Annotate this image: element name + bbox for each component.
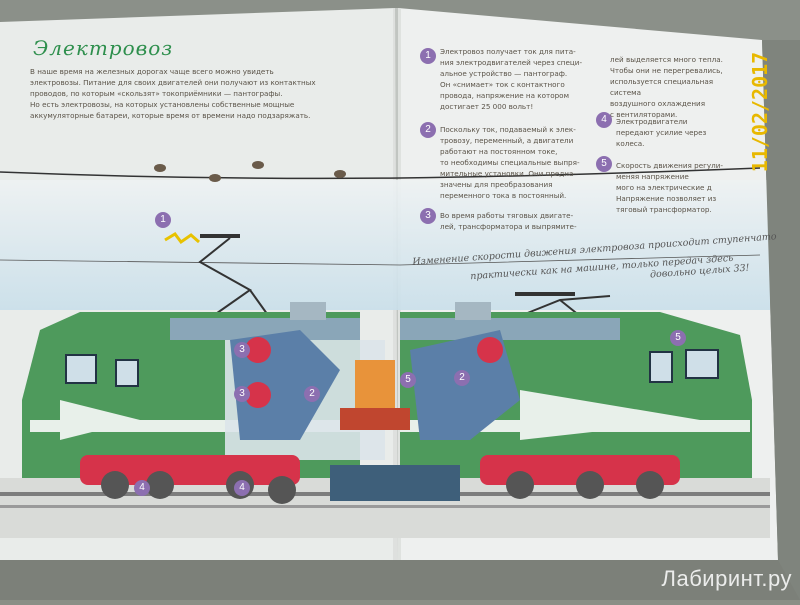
note-3-continued: лей выделяется много тепла. Чтобы они не…	[610, 54, 730, 120]
callout-marker: 3	[234, 342, 250, 358]
note-line: альное устройство — пантограф.	[440, 69, 568, 78]
note-1: Электровоз получает ток для пита- ния эл…	[440, 46, 600, 112]
intro-line: проводов, по которым «скользят» токоприё…	[30, 89, 283, 98]
note-line: переменного тока в постоянный.	[440, 191, 567, 200]
callout-marker: 2	[304, 386, 320, 402]
note-line: мительные установки. Они предна-	[440, 169, 576, 178]
callout-marker: 3	[420, 208, 436, 224]
note-line: тровозу, переменный, а двигатели	[440, 136, 574, 145]
note-line: Скорость движения регули-	[616, 161, 724, 170]
callout-marker: 1	[420, 48, 436, 64]
note-3: Во время работы тяговых двигате- лей, тр…	[440, 210, 600, 232]
note-line: Он «снимает» ток с контактного	[440, 80, 565, 89]
intro-line: электровозы. Питание для своих двигателе…	[30, 78, 316, 87]
note-line: передают усилие через	[616, 128, 707, 137]
note-line: мого на электрические д	[616, 183, 712, 192]
date-stamp: 11/02/2017	[748, 51, 773, 173]
callout-marker: 5	[670, 330, 686, 346]
note-line: значены для преобразования	[440, 180, 553, 189]
note-line: Электровоз получает ток для пита-	[440, 47, 576, 56]
note-line: меняя напряжение	[616, 172, 689, 181]
note-4: Электродвигатели передают усилие через к…	[616, 116, 726, 149]
note-line: Во время работы тяговых двигате-	[440, 211, 574, 220]
note-2: Поскольку ток, подаваемый к элек- тровоз…	[440, 124, 600, 201]
note-line: с вентиляторами.	[610, 110, 678, 119]
note-line: лей, трансформатора и выпрямите-	[440, 222, 577, 231]
callout-marker: 1	[155, 212, 171, 228]
note-line: Напряжение позволяет из	[616, 194, 717, 203]
note-line: тяговый трансформатор.	[616, 205, 712, 214]
note-line: Электродвигатели	[616, 117, 688, 126]
note-line: провода, напряжение на котором	[440, 91, 569, 100]
note-line: достигает 25 000 вольт!	[440, 102, 534, 111]
note-line: ния электродвигателей через специ-	[440, 58, 583, 67]
callout-marker: 3	[234, 386, 250, 402]
note-line: лей выделяется много тепла.	[610, 55, 723, 64]
note-line: работают на постоянном токе,	[440, 147, 558, 156]
callout-marker: 4	[134, 480, 150, 496]
note-line: то необходимы специальные выпря-	[440, 158, 580, 167]
intro-line: аккумуляторные батареи, которые время от…	[30, 111, 311, 120]
note-5: Скорость движения регули- меняя напряжен…	[616, 160, 736, 215]
callout-marker: 5	[400, 372, 416, 388]
callout-marker: 2	[454, 370, 470, 386]
callout-marker: 4	[234, 480, 250, 496]
note-line: воздушного охлаждения	[610, 99, 706, 108]
callout-marker: 4	[596, 112, 612, 128]
note-line: Поскольку ток, подаваемый к элек-	[440, 125, 576, 134]
labirint-watermark: Лабиринт.ру	[661, 566, 792, 591]
note-line: колеса.	[616, 139, 645, 148]
note-line: Чтобы они не перегревались,	[610, 66, 723, 75]
callout-marker: 2	[420, 122, 436, 138]
intro-text: В наше время на железных дорогах чаще вс…	[30, 66, 360, 121]
callout-marker: 5	[596, 156, 612, 172]
note-line: используется специальная система	[610, 77, 714, 97]
page-title: Электровоз	[33, 36, 174, 60]
intro-line: В наше время на железных дорогах чаще вс…	[30, 67, 274, 76]
intro-line: Но есть электровозы, на которых установл…	[30, 100, 295, 109]
